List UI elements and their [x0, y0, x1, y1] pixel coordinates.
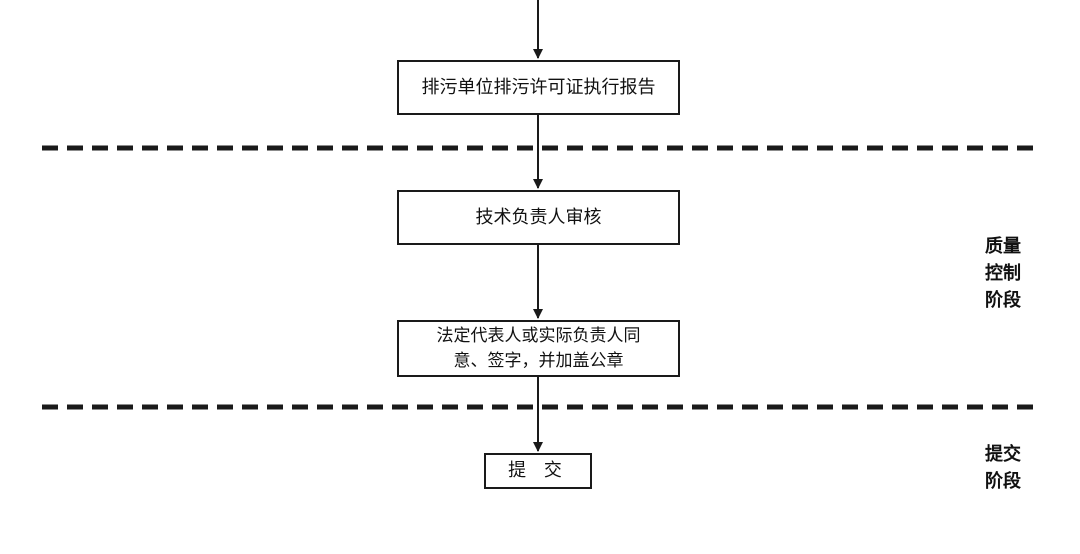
step-box-submit: 提 交	[484, 453, 592, 489]
stage-label-quality-control: 质量 控制 阶段	[985, 236, 1021, 311]
step-label: 排污单位排污许可证执行报告	[421, 76, 656, 98]
step-label: 提 交	[508, 460, 568, 481]
step-label: 法定代表人或实际负责人同 意、签字，并加盖公章	[436, 325, 641, 371]
step-label: 技术负责人审核	[475, 206, 602, 228]
step-box-execution-report: 排污单位排污许可证执行报告	[397, 60, 680, 115]
stage-label-submission: 提交 阶段	[985, 444, 1021, 492]
step-box-legal-rep-approval: 法定代表人或实际负责人同 意、签字，并加盖公章	[397, 320, 680, 377]
step-box-technical-review: 技术负责人审核	[397, 190, 680, 245]
